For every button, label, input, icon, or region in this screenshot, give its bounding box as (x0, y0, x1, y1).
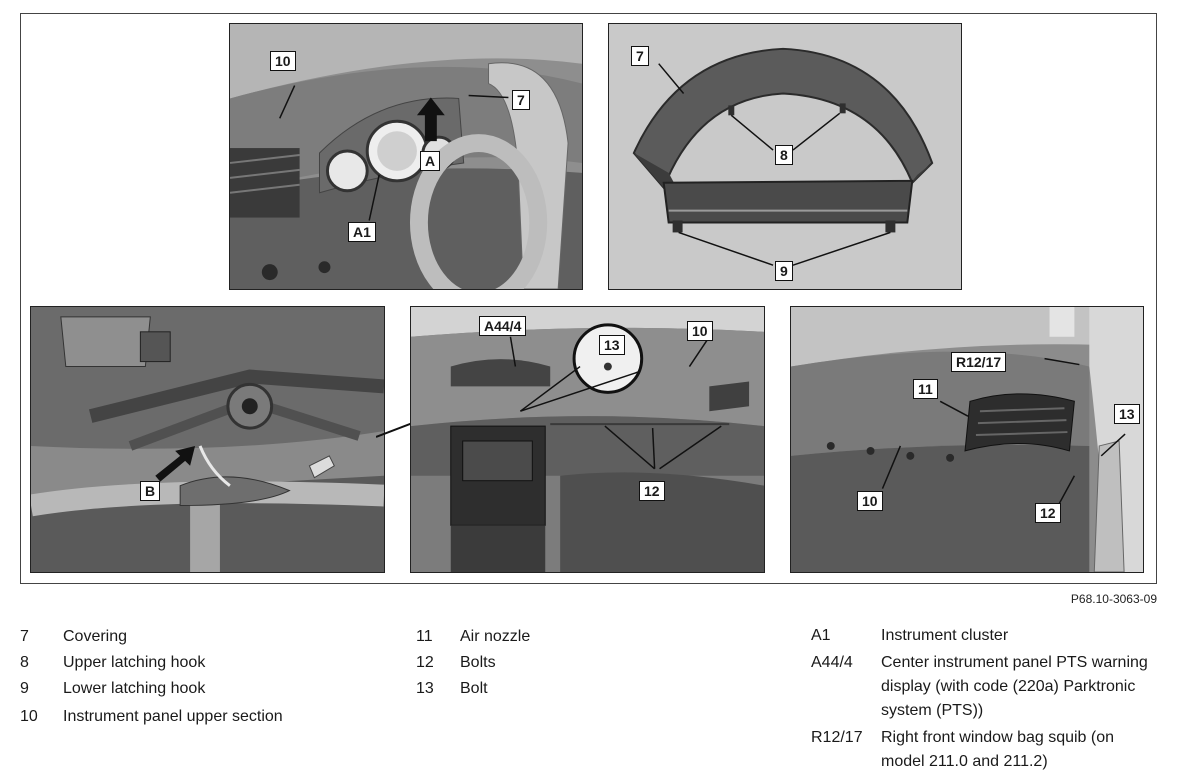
legend-desc: Air nozzle (460, 628, 531, 645)
legend-desc: Instrument cluster (881, 627, 1009, 644)
legend-item: A1 Instrument cluster (811, 624, 1161, 648)
legend-item: 11 Air nozzle (416, 624, 716, 650)
legend-item: 13 Bolt (416, 676, 716, 702)
dashboard-overview-photo (411, 307, 764, 572)
legend-item: A44/4 Center instrument panel PTS warnin… (811, 651, 1161, 723)
legend-column-3: A1 Instrument cluster A44/4 Center instr… (811, 624, 1161, 777)
legend-key: 7 (20, 628, 29, 645)
legend-desc: Bolt (460, 680, 488, 697)
legend-item: 12 Bolts (416, 650, 716, 676)
legend-desc: Lower latching hook (63, 680, 206, 697)
legend-desc: Instrument panel upper section (63, 708, 283, 725)
legend-key: 9 (20, 680, 29, 697)
callout-12: 12 (639, 481, 665, 501)
callout-a1: A1 (348, 222, 376, 242)
callout-10: 10 (270, 51, 296, 71)
callout-7: 7 (631, 46, 649, 66)
callout-a44-4: A44/4 (479, 316, 527, 336)
legend-item: 7 Covering (20, 624, 380, 650)
legend-desc: Center instrument panel PTS warning disp… (881, 654, 1148, 719)
figure: 10 7 A A1 7 8 9 (20, 13, 1157, 584)
legend-key: A1 (811, 627, 831, 644)
callout-a: A (420, 151, 441, 171)
legend-key: A44/4 (811, 654, 853, 671)
photo-dashboard-overview: A44/4 10 13 12 (410, 306, 765, 573)
legend-desc: Covering (63, 628, 128, 645)
photo-passenger-side: R12/17 11 13 10 12 (790, 306, 1144, 573)
arrow-up-icon (416, 97, 445, 142)
legend-desc: Right front window bag squib (on model 2… (881, 729, 1115, 770)
callout-11: 11 (913, 379, 938, 399)
figure-code: P68.10-3063-09 (1070, 592, 1157, 606)
legend-column-1: 7 Covering 8 Upper latching hook 9 Lower… (20, 624, 380, 730)
arrow-pointer-icon (155, 445, 196, 482)
legend-key: 13 (416, 680, 434, 697)
callout-13: 13 (1114, 404, 1140, 424)
legend-item: R12/17 Right front window bag squib (on … (811, 726, 1161, 774)
callout-13: 13 (599, 335, 625, 355)
photo-latch-detail: B (30, 306, 385, 573)
callout-9: 9 (775, 261, 793, 281)
legend-key: R12/17 (811, 729, 863, 746)
legend-key: 10 (20, 708, 38, 725)
legend-key: 11 (416, 628, 433, 645)
callout-10: 10 (687, 321, 713, 341)
legend-key: 8 (20, 654, 29, 671)
legend-desc: Bolts (460, 654, 496, 671)
callout-10: 10 (857, 491, 883, 511)
legend-key: 12 (416, 654, 434, 671)
callout-7: 7 (512, 90, 530, 110)
callout-12: 12 (1035, 503, 1061, 523)
legend-item: 8 Upper latching hook (20, 650, 380, 676)
legend-item: 9 Lower latching hook (20, 676, 380, 702)
passenger-side-photo (791, 307, 1143, 572)
photo-instrument-cluster-removal: 10 7 A A1 (229, 23, 583, 290)
photo-covering-detail: 7 8 9 (608, 23, 962, 290)
callout-r12-17: R12/17 (951, 352, 1007, 372)
callout-b: B (140, 481, 161, 501)
legend-desc: Upper latching hook (63, 654, 206, 671)
legend-item: 10 Instrument panel upper section (20, 704, 380, 730)
legend-column-2: 11 Air nozzle 12 Bolts 13 Bolt (416, 624, 716, 702)
callout-8: 8 (775, 145, 793, 165)
latch-photo (31, 307, 384, 572)
